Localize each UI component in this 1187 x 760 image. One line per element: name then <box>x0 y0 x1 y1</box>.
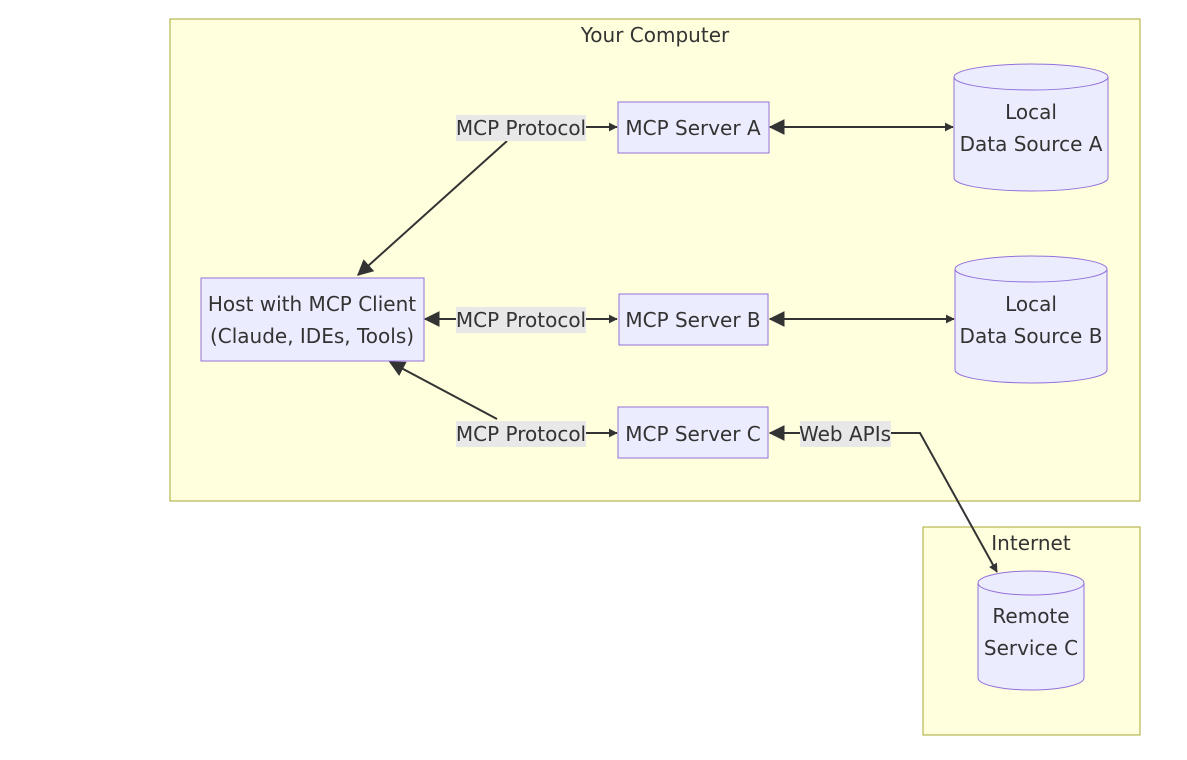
edge-label-web-apis: Web APIs <box>799 421 891 447</box>
svg-text:Data Source A: Data Source A <box>960 132 1103 156</box>
svg-text:Service C: Service C <box>984 636 1078 660</box>
node-remote-service-c[interactable]: Remote Service C <box>977 570 1085 691</box>
node-host-mcp-client[interactable]: Host with MCP Client (Claude, IDEs, Tool… <box>200 277 425 362</box>
node-mcp-server-a[interactable]: MCP Server A <box>617 101 770 154</box>
node-mcp-server-c[interactable]: MCP Server C <box>617 406 769 459</box>
svg-text:Host with MCP Client: Host with MCP Client <box>208 292 416 316</box>
svg-text:MCP Server C: MCP Server C <box>625 422 761 446</box>
cluster-your-computer-label: Your Computer <box>580 23 730 47</box>
svg-text:MCP Server A: MCP Server A <box>625 116 761 140</box>
node-local-data-source-a[interactable]: Local Data Source A <box>953 63 1109 192</box>
node-mcp-server-b[interactable]: MCP Server B <box>618 293 769 346</box>
svg-text:MCP Protocol: MCP Protocol <box>456 422 586 446</box>
svg-text:Local: Local <box>1005 100 1057 124</box>
edge-label-host-c: MCP Protocol <box>456 421 586 447</box>
cluster-internet-label: Internet <box>991 531 1071 555</box>
edge-server-c-to-remote <box>768 425 998 573</box>
svg-text:Local: Local <box>1005 292 1057 316</box>
svg-text:Data Source B: Data Source B <box>960 324 1103 348</box>
node-local-data-source-b[interactable]: Local Data Source B <box>954 255 1108 384</box>
edge-host-to-server-a <box>357 122 618 276</box>
edge-label-host-a: MCP Protocol <box>456 115 586 141</box>
svg-text:(Claude, IDEs, Tools): (Claude, IDEs, Tools) <box>210 324 414 348</box>
svg-text:MCP Server B: MCP Server B <box>625 308 760 332</box>
svg-text:Remote: Remote <box>992 604 1069 628</box>
svg-text:MCP Protocol: MCP Protocol <box>456 308 586 332</box>
edge-label-host-b: MCP Protocol <box>456 307 586 333</box>
edge-host-to-server-c <box>388 361 618 438</box>
svg-text:Web APIs: Web APIs <box>799 422 891 446</box>
svg-text:MCP Protocol: MCP Protocol <box>456 116 586 140</box>
